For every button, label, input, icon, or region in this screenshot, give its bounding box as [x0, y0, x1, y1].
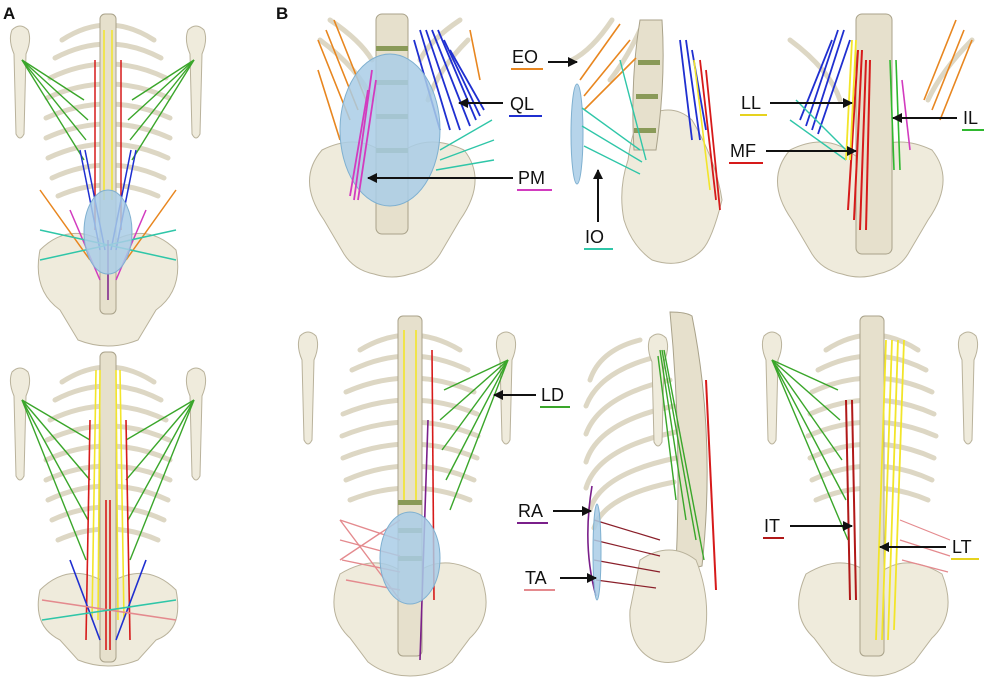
multifidus-fibers — [705, 379, 717, 591]
spine — [99, 351, 117, 663]
rectus-abdominis-fibers — [587, 485, 597, 597]
label-ql-text: QL — [510, 94, 534, 114]
label-io-text: IO — [585, 227, 604, 247]
label-lt: LT — [879, 537, 979, 560]
label-ra: RA — [517, 501, 592, 524]
quadratus-lumborum-fibers — [413, 29, 485, 131]
multifidus-fibers — [847, 49, 871, 231]
label-ql: QL — [458, 94, 542, 117]
multifidus-fibers — [699, 59, 721, 211]
label-eo: EO — [511, 47, 578, 70]
quadratus-lumborum-fibers — [799, 29, 851, 135]
abdominal-cavity — [379, 511, 441, 605]
abdominal-wall — [570, 83, 584, 185]
label-lt-text: LT — [952, 537, 972, 557]
label-mf: MF — [729, 141, 857, 164]
panel-a-back-model — [9, 351, 207, 667]
latissimus-dorsi-fibers — [21, 59, 195, 161]
external-oblique-fibers — [579, 23, 637, 111]
latissimus-dorsi-fibers — [21, 399, 195, 561]
panel-letter-a: A — [3, 4, 15, 23]
longissimus-thoracis-fibers — [875, 339, 905, 641]
longissimus-fibers — [693, 59, 711, 191]
label-ta: TA — [524, 568, 597, 591]
label-mf-text: MF — [730, 141, 756, 161]
humerus-left — [297, 331, 319, 445]
spine — [397, 315, 423, 657]
spine — [669, 311, 708, 569]
label-ta-text: TA — [525, 568, 547, 588]
humerus-left — [761, 331, 783, 445]
trunk-muscle-fibers — [41, 369, 177, 650]
humerus-right — [495, 331, 517, 445]
panel-b-side-full-model — [583, 311, 717, 663]
humerus-right — [185, 25, 207, 139]
iliocostalis-thoracis-fibers — [845, 399, 857, 601]
panel-letter-b: B — [276, 4, 288, 23]
pelvis — [629, 549, 708, 663]
external-oblique-fibers — [923, 19, 973, 121]
humerus-right — [185, 367, 207, 481]
label-ld: LD — [493, 385, 570, 408]
label-pm-text: PM — [518, 168, 545, 188]
longissimus-fibers — [403, 330, 417, 500]
label-il: IL — [892, 108, 984, 131]
label-ld-text: LD — [541, 385, 564, 405]
abdominal-cavity — [83, 189, 133, 275]
internal-oblique-fibers — [789, 99, 847, 161]
humerus-left — [9, 367, 31, 481]
transversus-abdominis-fibers — [593, 519, 661, 589]
humerus-left — [9, 25, 31, 139]
panel-b-front-full-model — [297, 315, 517, 677]
panel-a-front-model — [9, 13, 207, 347]
panel-b-back-lumbar-model — [777, 13, 975, 278]
psoas-major-fibers — [349, 69, 377, 201]
latissimus-dorsi-fibers — [657, 349, 705, 561]
latissimus-dorsi-fibers — [439, 359, 509, 511]
abdominal-cavity — [339, 53, 441, 207]
abdominal-wall — [592, 503, 602, 601]
panel-b-back-full-model — [761, 315, 979, 677]
humerus — [647, 333, 669, 447]
label-il-text: IL — [963, 108, 978, 128]
label-it: IT — [763, 516, 853, 539]
label-ra-text: RA — [518, 501, 543, 521]
panel-b-front-lumbar-model — [309, 13, 495, 278]
lumbar-spine — [632, 19, 664, 151]
humerus-right — [957, 331, 979, 445]
internal-oblique-fibers — [435, 119, 495, 171]
label-pm: PM — [367, 168, 552, 191]
psoas-major-fibers — [901, 79, 911, 151]
internal-oblique-fibers — [581, 59, 647, 175]
label-io: IO — [584, 169, 613, 250]
latissimus-dorsi-fibers — [771, 359, 849, 541]
label-it-text: IT — [764, 516, 780, 536]
label-eo-text: EO — [512, 47, 538, 67]
label-ll: LL — [740, 93, 853, 116]
label-ll-text: LL — [741, 93, 761, 113]
